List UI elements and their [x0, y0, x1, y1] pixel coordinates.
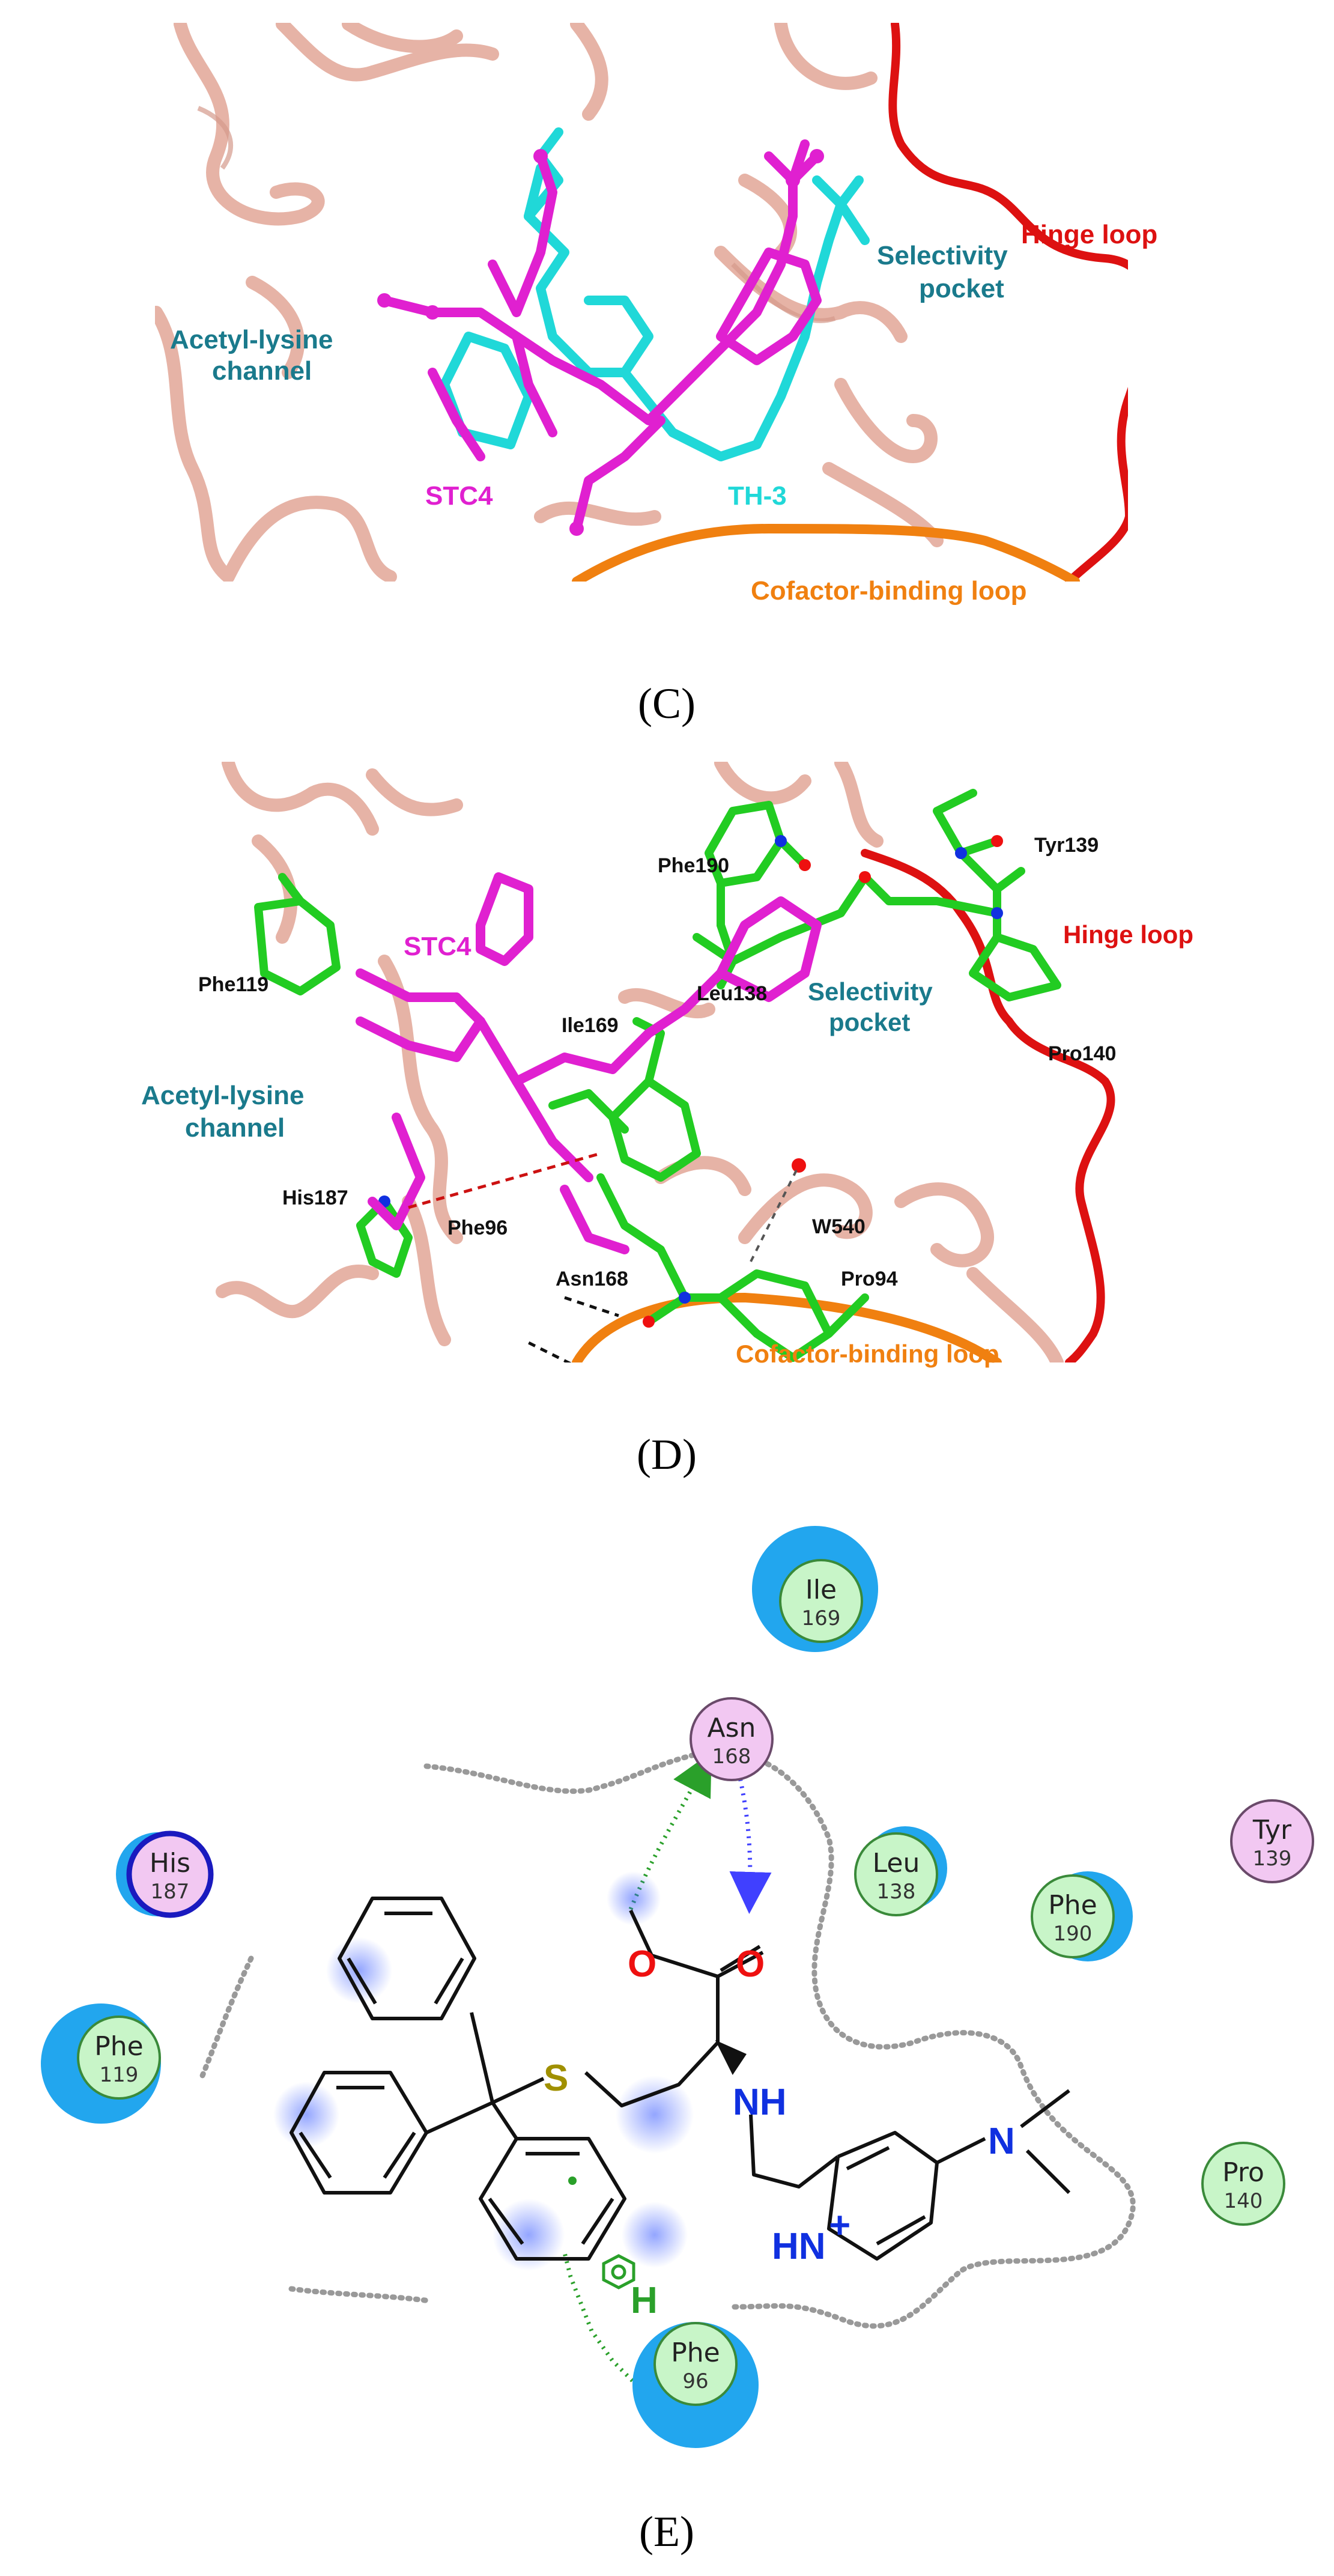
panel-d-acetyl-lysine-label-2: channel [185, 1113, 285, 1143]
panel-d-leu138-label: Leu138 [697, 982, 767, 1005]
residue-pro: Pro140 [1201, 2142, 1285, 2226]
panel-e-residues: Ile169Asn168His187Leu138Tyr139Phe190Phe1… [41, 1526, 1314, 2448]
panel-d: Phe190 Tyr139 Hinge loop STC4 Phe119 Leu… [141, 762, 1193, 1478]
residue-phe96-name: Phe [671, 2338, 720, 2368]
residue-phe119-disc [77, 2016, 161, 2100]
residue-ile-disc [779, 1559, 863, 1643]
panel-d-protein-structure [216, 762, 1115, 1362]
panel-c-selectivity-pocket-label-2: pocket [919, 274, 1004, 303]
panel-d-asn168-label: Asn168 [556, 1268, 628, 1290]
residue-phe190-disc [1031, 1874, 1115, 1958]
panel-c-th3-label: TH-3 [728, 481, 787, 511]
residue-pro-name: Pro [1222, 2157, 1264, 2188]
panel-c-acetyl-lysine-label-1: Acetyl-lysine [170, 325, 333, 354]
panel-e-atom-hn: HN [772, 2226, 826, 2267]
residue-phe96: Phe96 [632, 2322, 759, 2448]
residue-pro-number: 140 [1224, 2189, 1263, 2213]
residue-leu-name: Leu [873, 1848, 920, 1879]
residue-ile-name: Ile [805, 1575, 837, 1605]
panel-c: Hinge loop Selectivity pocket Acetyl-lys… [155, 23, 1157, 728]
residue-phe119-number: 119 [100, 2063, 139, 2087]
panel-d-selectivity-pocket-label-2: pocket [829, 1008, 910, 1036]
residue-phe96-number: 96 [682, 2369, 708, 2393]
residue-asn-number: 168 [712, 1745, 751, 1769]
panel-c-acetyl-lysine-label-2: channel [212, 356, 312, 386]
panel-d-pro94-label: Pro94 [841, 1268, 898, 1290]
panel-c-protein-structure [155, 23, 1128, 582]
panel-d-hinge-loop-label: Hinge loop [1063, 920, 1193, 949]
panel-e-atom-h: H [631, 2280, 658, 2321]
residue-ile: Ile169 [752, 1526, 878, 1652]
panel-e-atom-plus: + [829, 2205, 850, 2246]
residue-phe119-name: Phe [94, 2031, 144, 2062]
panel-e-ligand [290, 1897, 1071, 2261]
residue-phe96-disc [653, 2322, 738, 2406]
panel-c-caption: (C) [638, 679, 696, 728]
residue-phe190-number: 190 [1054, 1922, 1093, 1946]
panel-d-ile169-label: Ile169 [562, 1014, 619, 1037]
panel-d-selectivity-pocket-label-1: Selectivity [808, 977, 933, 1006]
residue-his-number: 187 [151, 1880, 190, 1904]
panel-d-acetyl-lysine-label-1: Acetyl-lysine [141, 1081, 304, 1110]
residue-tyr-disc [1230, 1799, 1314, 1883]
panel-e-atom-o1: O [628, 1943, 656, 1985]
residue-his-name: His [150, 1848, 190, 1879]
panel-d-phe190-label: Phe190 [658, 854, 729, 877]
panel-e-atom-o2: O [736, 1943, 765, 1985]
residue-asn-name: Asn [708, 1713, 756, 1743]
panel-d-cofactor-loop-label: Cofactor-binding loop [736, 1340, 999, 1368]
panel-d-pro140-label: Pro140 [1048, 1042, 1116, 1065]
residue-phe190: Phe190 [1031, 1871, 1133, 1961]
panel-c-stc4-label: STC4 [425, 481, 493, 511]
panel-e-atom-nh: NH [733, 2082, 787, 2123]
residue-his: His187 [116, 1830, 214, 1918]
residue-tyr: Tyr139 [1230, 1799, 1314, 1883]
residue-ile-number: 169 [802, 1606, 841, 1630]
panel-d-phe119-label: Phe119 [198, 973, 268, 996]
panel-c-hinge-loop-label: Hinge loop [1021, 220, 1157, 249]
panel-d-stc4-label: STC4 [404, 932, 471, 961]
panel-e: O O S NH N HN + H Ile169Asn168His187Leu1… [41, 1526, 1314, 2556]
residue-asn: Asn168 [690, 1697, 774, 1781]
residue-asn-disc [690, 1697, 774, 1781]
panel-c-selectivity-pocket-label-1: Selectivity [877, 241, 1008, 270]
panel-d-tyr139-label: Tyr139 [1034, 834, 1099, 857]
residue-pro-disc [1201, 2142, 1285, 2226]
panel-e-atom-s: S [544, 2058, 568, 2099]
residue-tyr-name: Tyr [1252, 1815, 1292, 1845]
panel-e-atom-n: N [988, 2121, 1015, 2162]
residue-phe119: Phe119 [41, 2003, 161, 2124]
panel-d-caption: (D) [637, 1430, 697, 1478]
panel-d-his187-label: His187 [282, 1186, 348, 1209]
residue-leu-number: 138 [877, 1880, 916, 1904]
panel-d-w540-label: W540 [812, 1215, 866, 1238]
panel-c-cofactor-loop-label: Cofactor-binding loop [751, 576, 1026, 606]
panel-e-caption: (E) [639, 2508, 694, 2556]
residue-leu: Leu138 [854, 1826, 947, 1916]
residue-phe190-name: Phe [1048, 1890, 1097, 1921]
residue-tyr-number: 139 [1253, 1847, 1292, 1871]
panel-d-phe96-label: Phe96 [447, 1217, 508, 1239]
residue-his-disc [126, 1830, 214, 1918]
residue-leu-disc [854, 1832, 938, 1916]
